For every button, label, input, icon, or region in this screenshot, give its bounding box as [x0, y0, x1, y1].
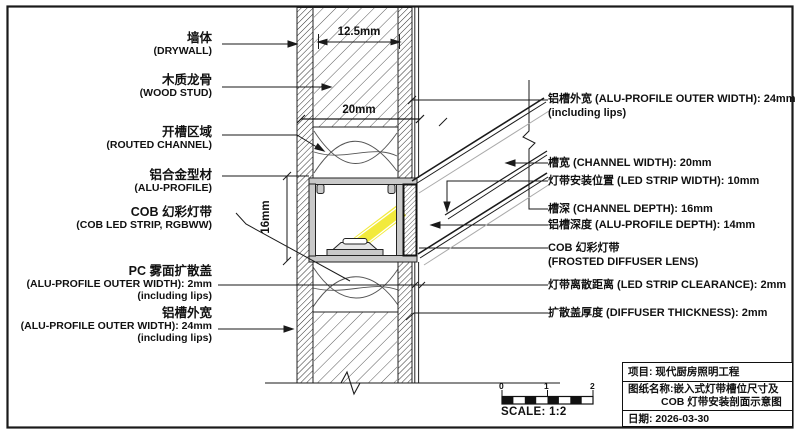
label-alu-outer-width-left: 铝槽外宽 (ALU-PROFILE OUTER WIDTH): 24mm (in…: [20, 306, 212, 345]
dimension-20: [296, 114, 425, 124]
title-sheet-name: 图纸名称:嵌入式灯带槽位尺寸及 COB 灯带安装剖面示意图: [623, 382, 792, 411]
label-channel-depth: 槽深 (CHANNEL DEPTH): 16mm: [548, 203, 713, 215]
label-alu-profile-depth: 铝槽深度 (ALU-PROFILE DEPTH): 14mm: [548, 219, 756, 231]
dim-12-5-text: 12.5mm: [337, 26, 381, 38]
scale-label: SCALE: 1:2: [501, 406, 567, 418]
label-routed-channel: 开槽区域 (ROUTED CHANNEL): [106, 125, 212, 152]
drywall-board-right-lower: [397, 261, 413, 384]
label-alu-profile: 铝合金型材 (ALU-PROFILE): [134, 168, 212, 195]
dim-16-text: 16mm: [260, 200, 272, 234]
drywall-board-right-upper: [397, 7, 413, 179]
scale-bar: [501, 390, 594, 405]
diffuser-lens: [402, 183, 418, 257]
dimension-12-5: [316, 34, 402, 49]
label-frosted-diffuser: COB 幻彩灯带 (FROSTED DIFFUSER LENS): [548, 242, 699, 269]
title-project: 项目: 现代厨房照明工程: [623, 363, 792, 382]
label-pc-diffuser: PC 雾面扩散盖 (ALU-PROFILE OUTER WIDTH): 2mm …: [26, 264, 213, 303]
routed-channel-grain: [312, 130, 399, 308]
leader-lines-right: [405, 80, 548, 321]
title-sheet-line2: COB 灯带安装剖面示意图: [661, 396, 782, 408]
sheet-border: [6, 5, 794, 429]
profile-lip-left: [316, 184, 325, 194]
label-led-strip-width: 灯带安装位置 (LED STRIP WIDTH): 10mm: [548, 175, 760, 187]
scale-tick-2: 2: [590, 381, 595, 391]
label-channel-width: 槽宽 (CHANNEL WIDTH): 20mm: [548, 157, 712, 169]
wall-section: [296, 7, 420, 384]
alu-profile: [308, 177, 418, 263]
scale-tick-0: 0: [499, 381, 504, 391]
dim-20-text: 20mm: [342, 104, 376, 116]
leader-lines-left: [218, 40, 548, 333]
scale-tick-1: 1: [544, 381, 549, 391]
label-drywall: 墙体 (DRYWALL): [153, 31, 212, 58]
label-alu-outer-width-right: 铝槽外宽 (ALU-PROFILE OUTER WIDTH): 24mm (in…: [548, 93, 796, 120]
title-date: 日期: 2026-03-30: [628, 413, 710, 425]
label-led-strip-clearance: 灯带离散距离 (LED STRIP CLEARANCE): 2mm: [548, 279, 787, 291]
title-sheet-line1: 图纸名称:嵌入式灯带槽位尺寸及: [628, 383, 779, 395]
break-line: [265, 370, 560, 396]
led-platform: [326, 249, 384, 256]
label-cob-led-strip: COB 幻彩灯带 (COB LED STRIP, RGBWW): [76, 205, 212, 232]
title-block: 项目: 现代厨房照明工程 图纸名称:嵌入式灯带槽位尺寸及 COB 灯带安装剖面示…: [622, 362, 793, 427]
led-strip: [331, 238, 379, 250]
dimension-16: [282, 171, 292, 266]
label-wood-stud: 木质龙骨 (WOOD STUD): [139, 73, 212, 100]
wall-face-lines: [414, 7, 420, 383]
profile-lip-right: [387, 184, 396, 194]
exploded-diffuser-lines: [411, 97, 551, 266]
label-diffuser-thickness: 扩散盖厚度 (DIFFUSER THICKNESS): 2mm: [548, 307, 768, 319]
